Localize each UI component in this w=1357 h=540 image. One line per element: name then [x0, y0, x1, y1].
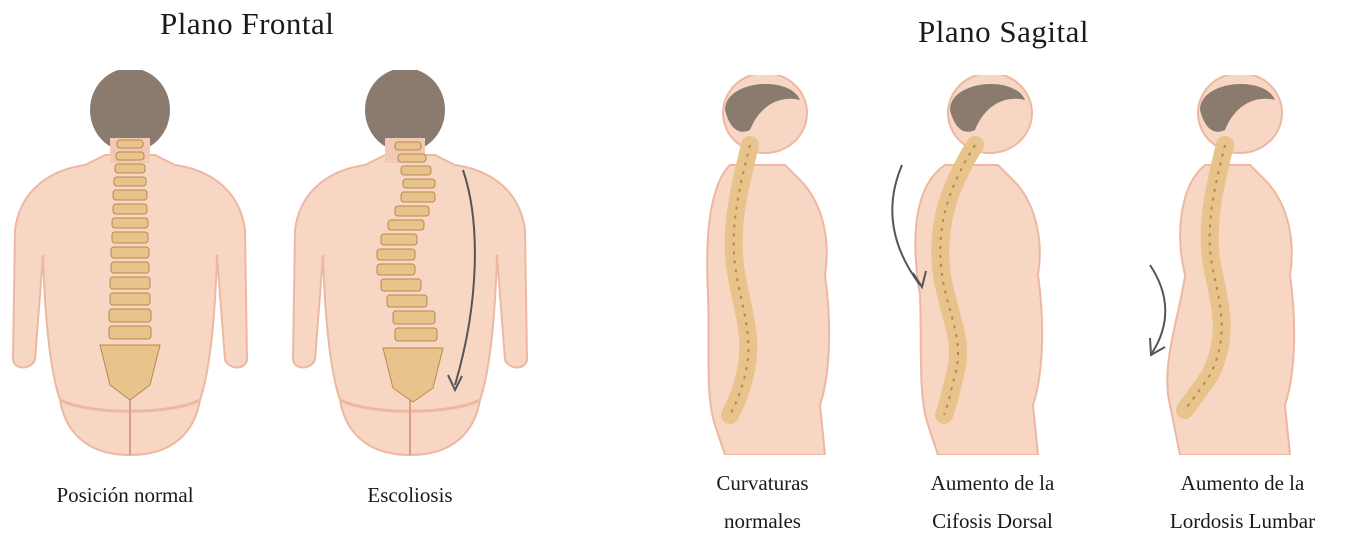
caption-line: Cifosis Dorsal [895, 502, 1090, 540]
caption-line: Aumento de la [1135, 464, 1350, 502]
caption-lordosis: Aumento de la Lordosis Lumbar [1135, 464, 1350, 540]
figure-side-kyphosis [880, 75, 1080, 455]
caption-scoliosis: Escoliosis [305, 476, 515, 514]
figure-back-normal [5, 70, 255, 460]
caption-line: Lordosis Lumbar [1135, 502, 1350, 540]
curve-arrow [1150, 265, 1165, 353]
caption-line: normales [680, 502, 845, 540]
caption-normal-position: Posición normal [20, 476, 230, 514]
caption-normal-curvatures: Curvaturas normales [680, 464, 845, 540]
body-side-shape [915, 165, 1042, 455]
frontal-plane-title: Plano Frontal [160, 6, 334, 42]
figure-side-lordosis [1130, 75, 1330, 455]
figure-side-normal [690, 75, 860, 455]
caption-kyphosis: Aumento de la Cifosis Dorsal [895, 464, 1090, 540]
figure-back-scoliosis [285, 70, 535, 460]
sagittal-plane-title: Plano Sagital [918, 14, 1089, 50]
caption-line: Curvaturas [680, 464, 845, 502]
caption-line: Aumento de la [895, 464, 1090, 502]
